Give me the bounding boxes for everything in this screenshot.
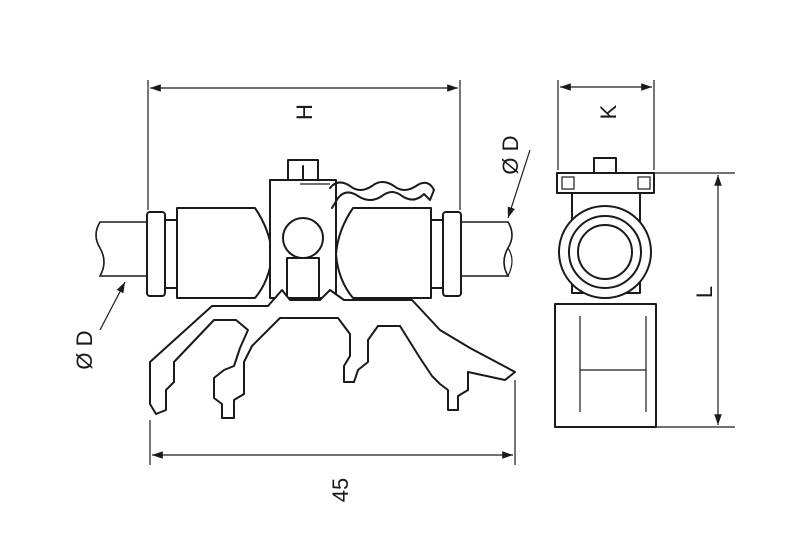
side-view	[554, 157, 657, 428]
dimension-l: L	[654, 172, 735, 428]
front-view	[95, 159, 516, 419]
center-stem	[286, 257, 320, 299]
dimension-d-right-label: Ø D	[498, 135, 523, 174]
dimension-l-label: L	[692, 286, 717, 298]
right-tube	[458, 221, 513, 277]
right-body	[335, 207, 432, 299]
side-top-tab	[593, 157, 617, 174]
left-collet-ring	[146, 211, 166, 297]
dimension-d-right: Ø D	[498, 135, 531, 219]
side-rail-block	[554, 303, 657, 428]
dimension-k: K	[557, 80, 655, 170]
dimension-h: H	[147, 80, 461, 210]
rail-bracket	[149, 289, 516, 419]
side-inner-ring	[577, 224, 633, 280]
spring-clip	[329, 181, 435, 209]
dimension-width-label: 45	[328, 478, 353, 502]
dimension-h-label: H	[292, 104, 317, 120]
dimension-width: 45	[149, 380, 516, 502]
left-collet	[164, 219, 178, 289]
dimension-d-left: Ø D	[72, 281, 126, 370]
right-collet	[430, 219, 444, 289]
dimension-k-label: K	[596, 104, 621, 119]
right-collet-ring	[442, 211, 462, 297]
side-top-clip	[556, 172, 655, 194]
center-ball	[282, 217, 324, 259]
dimension-d-left-label: Ø D	[72, 330, 97, 369]
left-body	[176, 207, 273, 299]
left-tube	[95, 221, 150, 277]
